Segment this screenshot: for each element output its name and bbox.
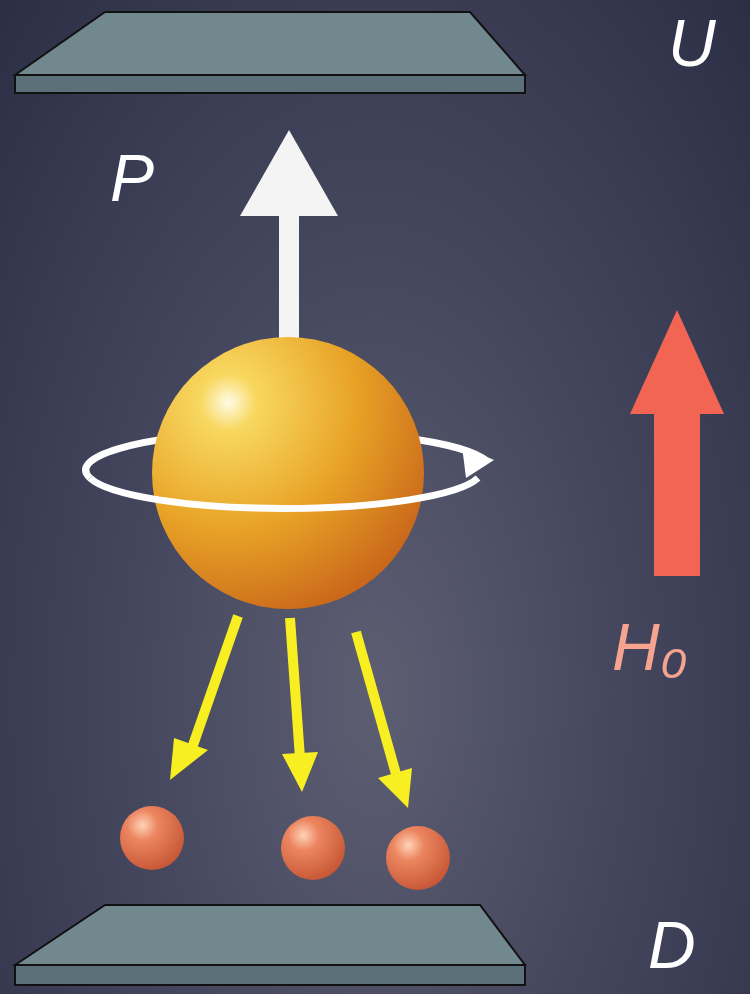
- polarization-arrow: [240, 130, 338, 338]
- spin-ring-front: [90, 478, 478, 508]
- polarization-label: P: [110, 145, 154, 211]
- field-arrow: [630, 310, 724, 576]
- emitted-particles: [120, 806, 450, 890]
- nucleus-sphere: [152, 337, 424, 609]
- bottom-plate: [15, 905, 525, 985]
- plate-label: U: [668, 10, 716, 76]
- spin-arrowhead: [462, 446, 494, 478]
- plate-label: D: [648, 912, 696, 978]
- emission-arrows: [170, 616, 412, 808]
- top-plate: [15, 12, 525, 93]
- field-label: H₀: [612, 614, 687, 680]
